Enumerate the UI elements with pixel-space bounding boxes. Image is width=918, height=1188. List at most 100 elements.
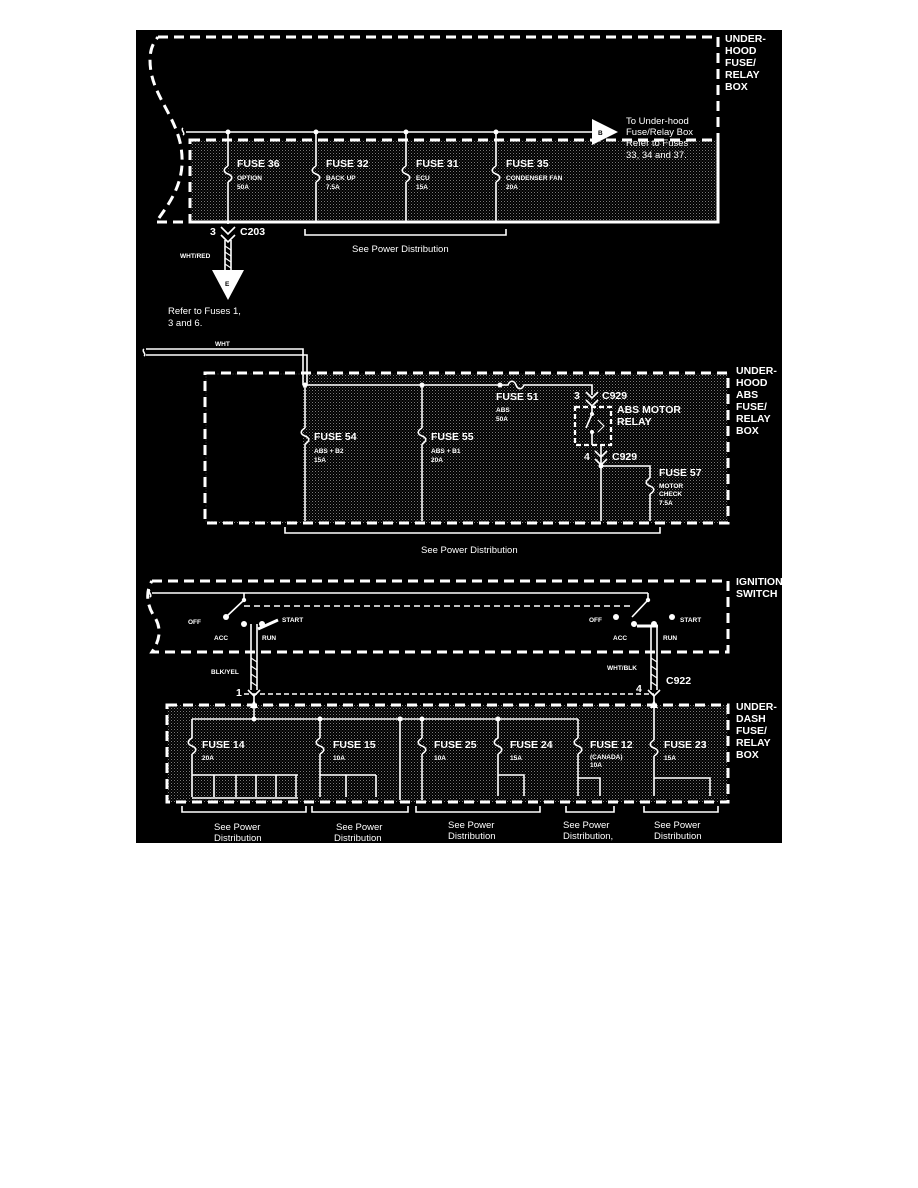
- fuse-54: FUSE 54 ABS + B2 15A: [300, 385, 357, 521]
- fuse-23-amp: 15A: [664, 755, 676, 762]
- underhood-box-label-2: HOOD: [725, 45, 757, 57]
- fuse-24-amp: 15A: [510, 755, 522, 762]
- fuse-51-name: FUSE 51: [496, 391, 539, 403]
- svg-text:E: E: [225, 281, 230, 288]
- wht-red-wire-label: WHT/RED: [180, 253, 211, 260]
- fuse-51: FUSE 51 ABS 50A: [496, 380, 593, 423]
- underhood-box-label-4: RELAY: [725, 69, 760, 81]
- ignition-box-label-2: SWITCH: [736, 588, 777, 600]
- fuse-25: FUSE 25 10A: [417, 719, 477, 800]
- c929-top-label: C929: [602, 390, 627, 402]
- see-power-2-line2: Distribution: [334, 833, 382, 844]
- fuse-57-name: FUSE 57: [659, 467, 702, 479]
- abs-box-label-3: ABS: [736, 389, 758, 401]
- underhood-box-label-5: BOX: [725, 81, 748, 93]
- fuse-35-name: FUSE 35: [506, 158, 549, 170]
- c203-pin: 3: [210, 226, 216, 238]
- arrow-b-note-1: To Under-hood: [626, 116, 689, 127]
- abs-see-bracket: [284, 527, 661, 534]
- underdash-bracket-4: [565, 806, 615, 813]
- see-power-1-line1: See Power: [214, 822, 260, 833]
- arrow-e-note-2: 3 and 6.: [168, 318, 202, 329]
- abs-motor-relay: [573, 405, 613, 447]
- underdash-section: UNDER- DASH FUSE/ RELAY BOX FUSE 14: [165, 696, 777, 844]
- fuse-54-desc: ABS + B2: [314, 448, 344, 455]
- ignition-switch-left: OFF ACC RUN START: [188, 593, 303, 642]
- fuse-36: FUSE 36 OPTION 50A: [223, 129, 280, 224]
- fuse-35-desc: CONDENSER FAN: [506, 175, 563, 182]
- fuse-35-amp: 20A: [506, 184, 518, 191]
- left-off-label: OFF: [188, 619, 201, 626]
- blk-yel-wire-label: BLK/YEL: [211, 669, 239, 676]
- fuse-31-amp: 15A: [416, 184, 428, 191]
- fuse-31: FUSE 31 ECU 15A: [401, 129, 459, 222]
- fuse-55-desc: ABS + B1: [431, 448, 461, 455]
- fuse-14-amp: 20A: [202, 755, 214, 762]
- see-power-4-line2: Distribution,: [563, 831, 613, 842]
- c203-connector: [220, 226, 236, 244]
- c922-pin-left: 1: [236, 687, 242, 699]
- fuse-24-name: FUSE 24: [510, 739, 553, 751]
- underdash-box-label-3: FUSE/: [736, 725, 767, 737]
- fuse-54-amp: 15A: [314, 457, 326, 464]
- fuse-25-amp: 10A: [434, 755, 446, 762]
- fuse-23: FUSE 23 15A: [649, 739, 711, 796]
- fuse-31-desc: ECU: [416, 175, 430, 182]
- fuse-36-amp: 50A: [237, 184, 249, 191]
- fuse-32-amp: 7.5A: [326, 184, 340, 191]
- underhood-box-label-1: UNDER-: [725, 33, 766, 45]
- see-power-4-line1: See Power: [563, 820, 609, 831]
- underdash-bracket-3: [415, 806, 541, 813]
- fuse-15-name: FUSE 15: [333, 739, 376, 751]
- underdash-box-label-4: RELAY: [736, 737, 771, 749]
- fuse-12: FUSE 12 (CANADA) 10A: [573, 719, 633, 796]
- ignition-box-outline: [146, 579, 730, 654]
- fuse-15-amp: 10A: [333, 755, 345, 762]
- arrow-b-note-4: 33, 34 and 37.: [626, 150, 687, 161]
- wht-blk-wire-label: WHT/BLK: [607, 665, 637, 672]
- fuse-54-name: FUSE 54: [314, 431, 357, 443]
- fuse-14: FUSE 14 20A: [187, 719, 298, 799]
- fuse-51-desc: ABS: [496, 407, 510, 414]
- fuse-51-amp: 50A: [496, 416, 508, 423]
- fuse-36-desc: OPTION: [237, 175, 262, 182]
- arrow-e-note-1: Refer to Fuses 1,: [168, 306, 241, 317]
- arrow-b-note-2: Fuse/Relay Box: [626, 127, 693, 138]
- left-acc-label: ACC: [214, 635, 228, 642]
- c929-bottom-pin: 4: [584, 451, 590, 463]
- c929-top-pin: 3: [574, 390, 580, 402]
- see-power-3-line2: Distribution: [448, 831, 496, 842]
- wht-blk-wire: [650, 626, 658, 690]
- c922-pin-right: 4: [636, 683, 642, 695]
- abs-box-label-2: HOOD: [736, 377, 768, 389]
- underdash-bracket-2: [311, 806, 409, 813]
- see-power-5-line2: Distribution: [654, 831, 702, 842]
- fuse-55-amp: 20A: [431, 457, 443, 464]
- svg-text:B: B: [598, 130, 603, 137]
- fuse-32-desc: BACK UP: [326, 175, 356, 182]
- fuse-57: FUSE 57 MOTOR CHECK 7.5A: [598, 463, 702, 521]
- left-run-label: RUN: [262, 635, 276, 642]
- fuse-55-name: FUSE 55: [431, 431, 474, 443]
- fuse-35: FUSE 35 CONDENSER FAN 20A: [491, 129, 563, 222]
- ignition-switch-right: OFF ACC RUN START: [589, 593, 701, 642]
- fuse-15: FUSE 15 10A: [315, 719, 377, 797]
- right-start-label: START: [680, 617, 701, 624]
- right-off-label: OFF: [589, 617, 602, 624]
- right-run-label: RUN: [663, 635, 677, 642]
- abs-box-label-4: FUSE/: [736, 401, 767, 413]
- blk-yel-wire: [250, 624, 258, 690]
- fuse-24: FUSE 24 15A: [493, 719, 553, 796]
- underhood-see-label: See Power Distribution: [352, 244, 449, 255]
- wht-feed-wire: [146, 348, 304, 385]
- fuse-12-name: FUSE 12: [590, 739, 633, 751]
- see-power-3-line1: See Power: [448, 820, 494, 831]
- fuse-57-desc-1: MOTOR: [659, 483, 683, 490]
- relay-label-1: ABS MOTOR: [617, 404, 681, 416]
- underdash-box-label-2: DASH: [736, 713, 766, 725]
- ignition-section: IGNITION SWITCH OFF ACC RUN START: [146, 576, 783, 699]
- see-power-2-line1: See Power: [336, 822, 382, 833]
- abs-box-label-1: UNDER-: [736, 365, 777, 377]
- relay-label-2: RELAY: [617, 416, 652, 428]
